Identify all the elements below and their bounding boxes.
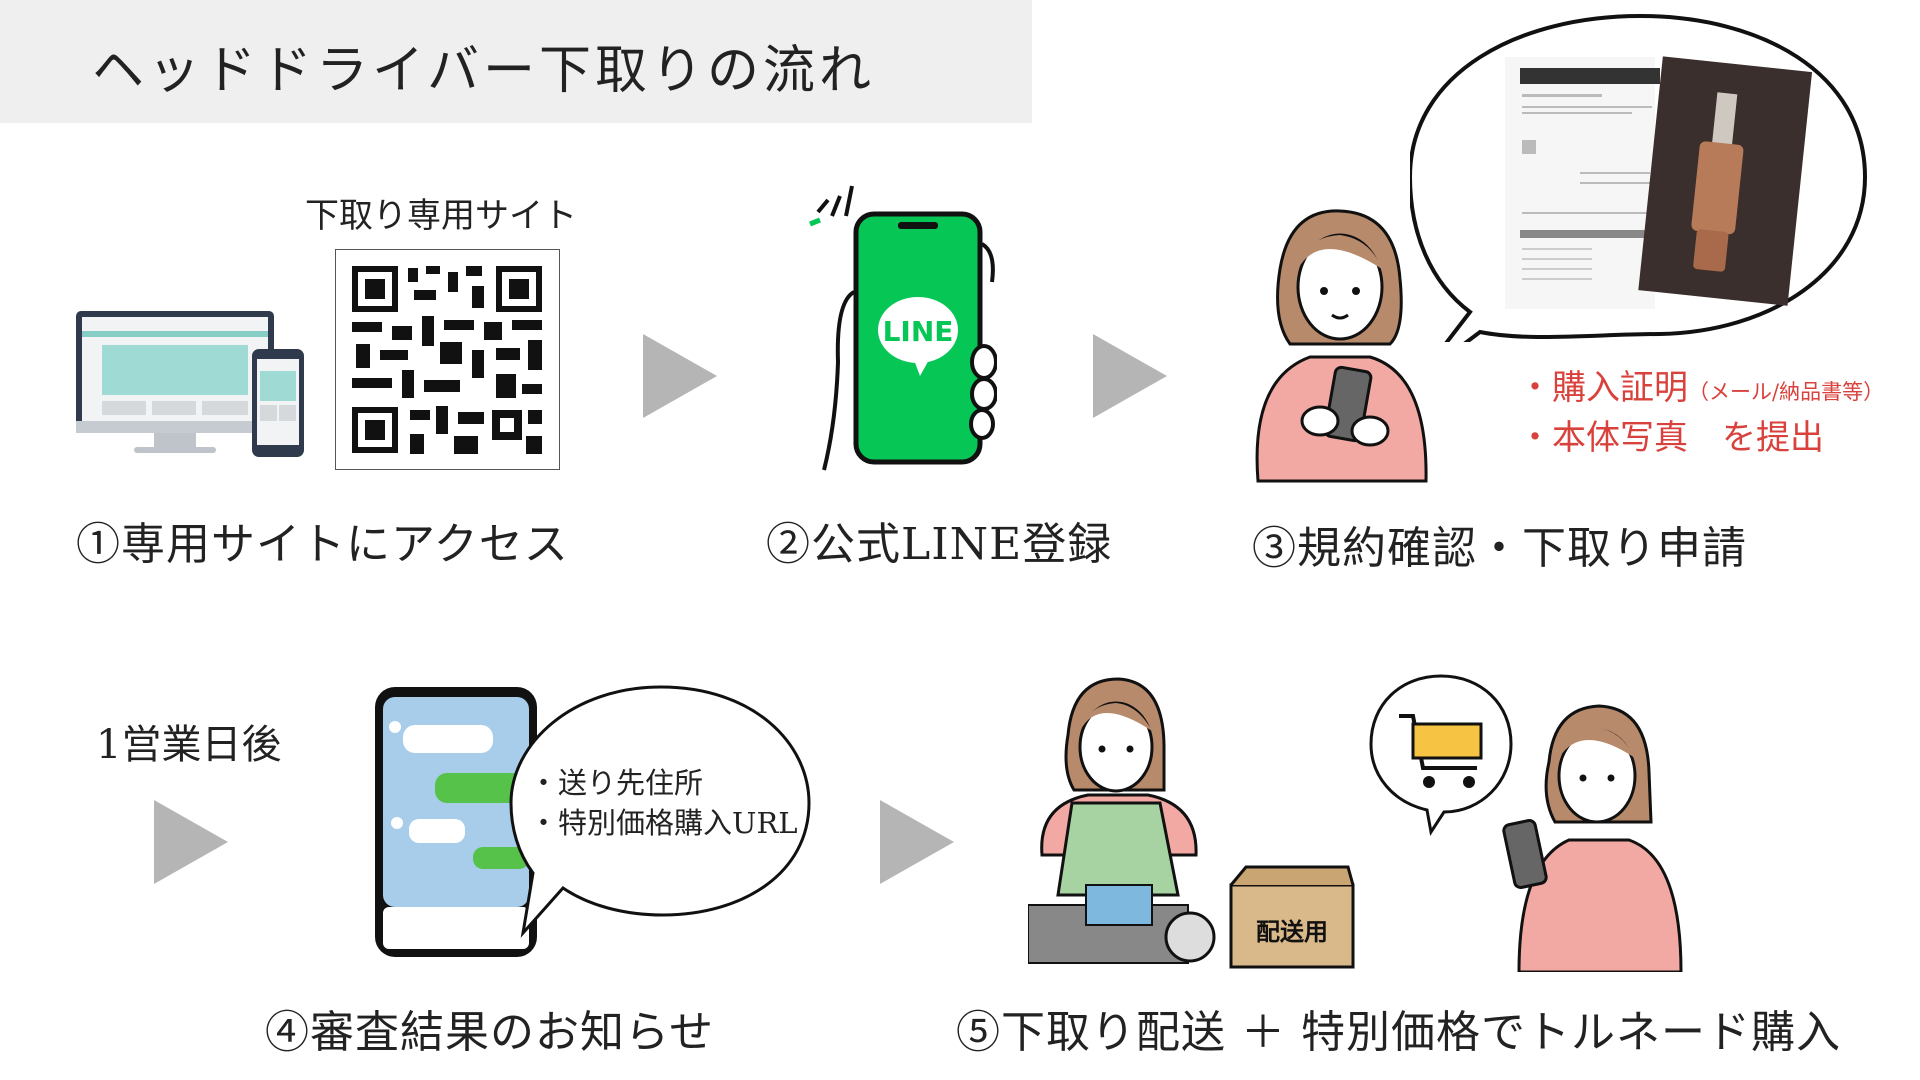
arrow-right-icon [880, 800, 954, 884]
qr-code[interactable] [335, 249, 560, 470]
step1-label: ①専用サイトにアクセス [76, 519, 569, 570]
submit-item-proof-text: ・購入証明 [1518, 368, 1688, 408]
step3-label: ③規約確認・下取り申請 [1252, 523, 1747, 574]
title-band [0, 0, 1032, 123]
shopping-illustration [1369, 672, 1689, 974]
submit-item-proof: ・購入証明（メール/納品書等） [1518, 360, 1884, 409]
qr-caption: 下取り専用サイト [305, 196, 577, 236]
arrow-right-icon [1093, 334, 1167, 418]
submit-item-photo: ・本体写真 を提出 [1518, 418, 1824, 458]
speech-bubble-documents [1407, 12, 1870, 379]
woman-with-phone-illustration [1250, 209, 1430, 484]
line-logo-text: LINE [883, 315, 954, 348]
packing-illustration: 配送用 [1027, 675, 1368, 975]
arrow-right-icon [643, 334, 717, 418]
chat-phone-illustration [373, 683, 813, 963]
result-item-address: ・送り先住所 [529, 766, 704, 800]
devices-illustration [76, 307, 306, 462]
result-item-url: ・特別価格購入URL [529, 806, 798, 840]
line-phone-illustration: LINE [806, 182, 998, 472]
box-label: 配送用 [1256, 918, 1328, 946]
submit-item-proof-note: （メール/納品書等） [1688, 380, 1885, 404]
step5-label: ⑤下取り配送 ＋ 特別価格でトルネード購入 [956, 1007, 1841, 1058]
page-title: ヘッドドライバー下取りの流れ [92, 41, 875, 101]
step2-label: ②公式LINE登録 [766, 519, 1113, 570]
wait-note: 1営業日後 [96, 722, 282, 768]
step4-label: ④審査結果のお知らせ [265, 1007, 715, 1058]
arrow-right-icon [154, 800, 228, 884]
